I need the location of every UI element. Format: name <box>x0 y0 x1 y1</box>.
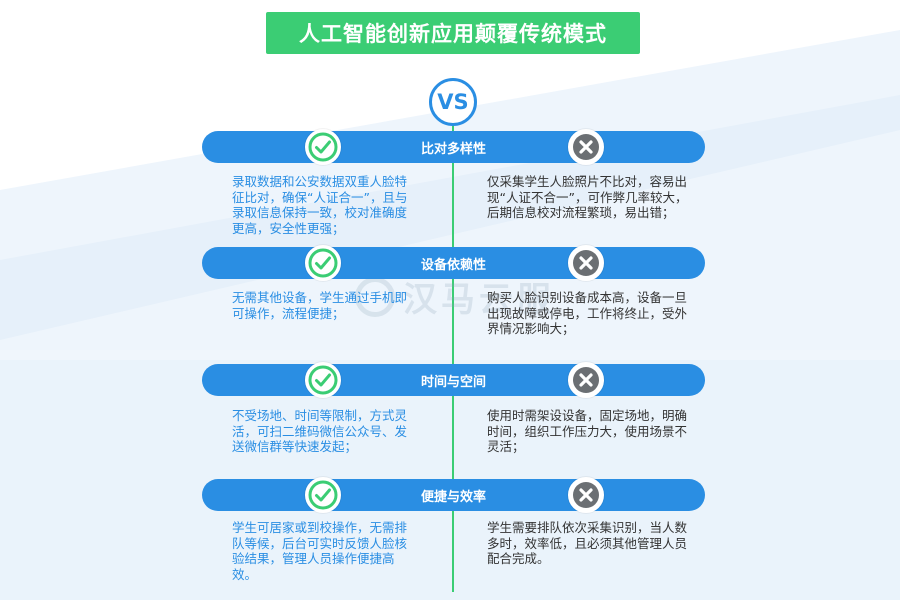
center-divider-line <box>452 120 454 592</box>
page-title: 人工智能创新应用颠覆传统模式 <box>266 12 640 54</box>
cross-icon <box>568 129 604 165</box>
pro-text-device-dependency: 无需其他设备，学生通过手机即可操作，流程便捷； <box>232 290 408 321</box>
watermark: 汉马云服 <box>355 272 555 321</box>
vs-badge: VS <box>429 78 477 126</box>
check-icon <box>305 129 341 165</box>
con-text-device-dependency: 购买人脸识别设备成本高，设备一旦出现故障或停电，工作将终止，受外界情况影响大； <box>487 290 688 336</box>
con-text-time-space: 使用时需架设设备，固定场地，明确时间，组织工作压力大，使用场景不灵活； <box>487 408 688 454</box>
cross-icon <box>568 477 604 513</box>
check-icon <box>305 362 341 398</box>
pro-text-convenience-efficiency: 学生可居家或到校操作，无需排队等候，后台可实时反馈人脸核验结果，管理人员操作便捷… <box>232 520 408 582</box>
watermark-text: 汉马云服 <box>403 280 555 320</box>
section-bar-diversity: 比对多样性 <box>202 131 705 163</box>
pro-text-time-space: 不受场地、时间等限制，方式灵活，可扫二维码微信公众号、发送微信群等快速发起； <box>232 408 408 454</box>
con-text-convenience-efficiency: 学生需要排队依次采集识别，当人数多时，效率低，且必须其他管理人员配合完成。 <box>487 520 688 566</box>
cross-icon <box>568 245 604 281</box>
con-text-diversity: 仅采集学生人脸照片不比对，容易出现“人证不合一”，可作弊几率较大，后期信息校对流… <box>487 174 688 220</box>
cross-icon <box>568 362 604 398</box>
section-bar-device-dependency: 设备依赖性 <box>202 247 705 279</box>
check-icon <box>305 245 341 281</box>
watermark-logo-icon <box>355 276 395 317</box>
section-bar-time-space: 时间与空间 <box>202 364 705 396</box>
section-bar-convenience-efficiency: 便捷与效率 <box>202 479 705 511</box>
pro-text-diversity: 录取数据和公安数据双重人脸特征比对，确保“人证合一”，且与录取信息保持一致，校对… <box>232 174 408 236</box>
check-icon <box>305 477 341 513</box>
